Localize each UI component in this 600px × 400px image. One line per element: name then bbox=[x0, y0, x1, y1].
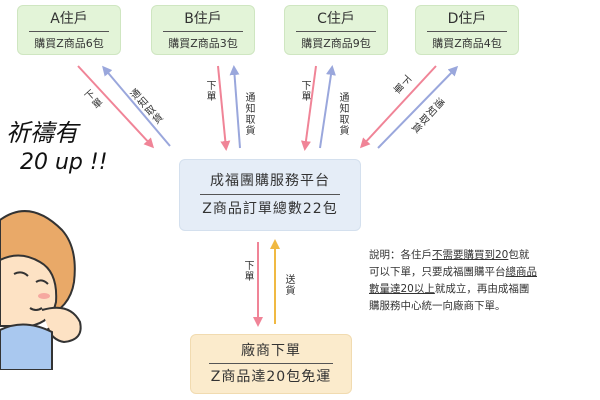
resident-order: 購買Z商品3包 bbox=[168, 36, 238, 50]
vendor-title: 廠商下單 bbox=[241, 343, 301, 359]
handwritten-note: 祈禱有 20 up !! bbox=[6, 118, 126, 178]
arrow-a-notify bbox=[102, 65, 171, 147]
vendor-box: 廠商下單 Z商品達20包免運 bbox=[190, 334, 352, 394]
resident-a-box: A住戶 購買Z商品6包 bbox=[17, 5, 121, 55]
note-part-2: 包就可以下單，只要成福團購平台 bbox=[369, 249, 530, 278]
resident-name: C住戶 bbox=[317, 10, 355, 27]
explanation-note: 說明：各住戶不需要購買到20包就可以下單，只要成福團購平台總商品數量達20以上就… bbox=[369, 247, 539, 315]
resident-name: A住戶 bbox=[50, 10, 88, 27]
divider bbox=[296, 30, 376, 32]
label-c-order: 下單 bbox=[299, 80, 310, 102]
platform-title: 成福團購服務平台 bbox=[210, 173, 330, 189]
divider bbox=[199, 194, 341, 195]
note-part-3: 就成立，再由成福團購服務中心統一向廠商下單。 bbox=[369, 283, 530, 312]
resident-b-box: B住戶 購買Z商品3包 bbox=[151, 5, 255, 55]
resident-order: 購買Z商品4包 bbox=[432, 36, 502, 50]
arrow-c-order bbox=[300, 65, 317, 151]
handwritten-line-2: 20 up !! bbox=[20, 150, 108, 175]
label-b-notify: 通知取貨 bbox=[243, 92, 254, 136]
arrow-c-notify bbox=[319, 65, 336, 149]
divider bbox=[427, 30, 507, 32]
arrow-b-notify bbox=[229, 65, 241, 149]
divider bbox=[163, 30, 243, 32]
label-c-notify: 通知取貨 bbox=[337, 92, 348, 136]
handwritten-line-1: 祈禱有 bbox=[6, 119, 78, 147]
note-part-1: 說明：各住戶 bbox=[369, 249, 432, 261]
arrow-a-order bbox=[77, 65, 155, 149]
vendor-deal: Z商品達20包免運 bbox=[210, 369, 332, 385]
platform-box: 成福團購服務平台 Z商品訂單總數22包 bbox=[179, 159, 361, 231]
note-underline-1: 不需要購買到20 bbox=[432, 249, 509, 261]
resident-order: 購買Z商品9包 bbox=[301, 36, 371, 50]
resident-name: D住戶 bbox=[447, 10, 487, 27]
resident-order: 購買Z商品6包 bbox=[34, 36, 104, 50]
resident-c-box: C住戶 購買Z商品9包 bbox=[284, 5, 388, 55]
divider bbox=[29, 30, 109, 32]
arrow-d-order bbox=[359, 65, 437, 149]
arrow-d-notify bbox=[377, 65, 459, 149]
resident-name: B住戶 bbox=[184, 10, 222, 27]
divider bbox=[208, 363, 334, 364]
arrow-b-order bbox=[217, 65, 231, 151]
label-b-order: 下單 bbox=[204, 80, 215, 102]
label-platform-order: 下單 bbox=[242, 260, 253, 282]
resident-d-box: D住戶 購買Z商品4包 bbox=[415, 5, 519, 55]
cartoon-character bbox=[0, 210, 82, 370]
note-underline-2: 總商品數量達20以上 bbox=[369, 266, 537, 295]
platform-total: Z商品訂單總數22包 bbox=[202, 201, 338, 217]
label-vendor-ship: 送貨 bbox=[283, 274, 294, 296]
